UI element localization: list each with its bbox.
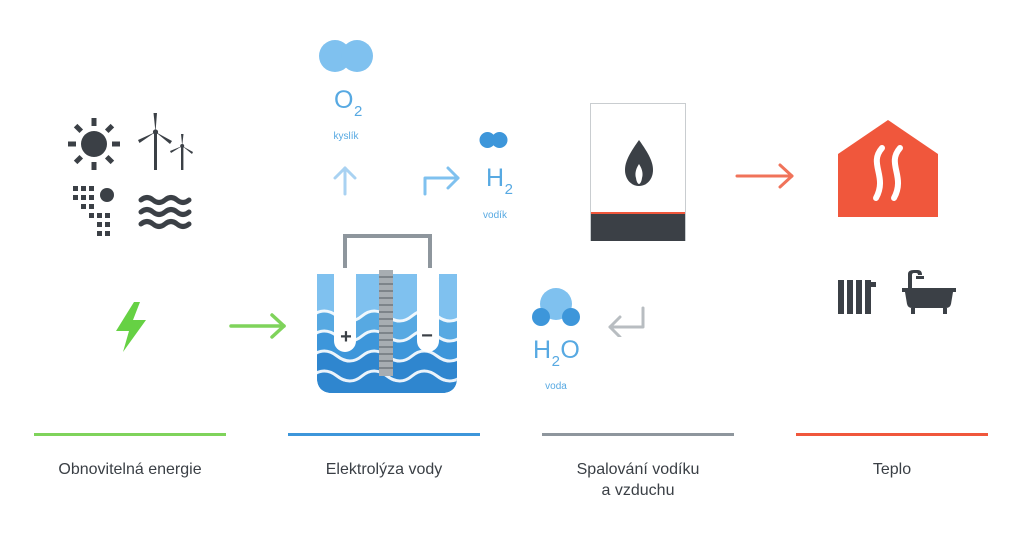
plus-electrode-sign: +: [340, 326, 352, 348]
stage-bar-combustion: [542, 433, 734, 436]
lightning-bolt-icon: [116, 302, 146, 352]
arrow-up-icon: [333, 166, 357, 196]
stage-label-heat: Teplo: [872, 461, 912, 478]
sun-icon: [68, 118, 120, 170]
oxygen-molecule-icon: [319, 40, 373, 72]
bathtub-icon: [902, 270, 956, 314]
oxygen-formula: O2: [334, 86, 363, 120]
hydrogen-label: vodík: [483, 210, 507, 221]
stage-bar-heat: [796, 433, 988, 436]
stage-label-combustion: Spalování vodíku a vzduchu: [576, 461, 700, 499]
stage-bar-renewable: [34, 433, 226, 436]
heated-house-icon: [838, 120, 938, 217]
boiler-flame-icon: [590, 103, 686, 241]
electrolysis-tank-icon: [317, 234, 457, 393]
stage-label-renewable: Obnovitelná energie: [58, 461, 202, 478]
waves-icon: [138, 195, 192, 229]
water-formula: H2O: [533, 336, 581, 370]
arrow-right-icon-red: [735, 163, 794, 189]
arrow-right-icon-green: [229, 313, 286, 339]
radiator-icon: [838, 280, 876, 314]
hydrogen-formula: H2: [486, 164, 514, 198]
water-molecule-icon: [532, 288, 580, 326]
hydrogen-molecule-icon: [479, 132, 508, 148]
arrow-turn-left-icon: [608, 306, 645, 337]
stage-bar-electrolysis: [288, 433, 480, 436]
oxygen-label: kyslík: [333, 131, 359, 142]
minus-electrode-sign: −: [421, 325, 433, 347]
stage-label-electrolysis: Elektrolýza vody: [325, 461, 443, 478]
solar-panel-icon: [73, 186, 114, 236]
arrow-turn-right-icon: [423, 166, 460, 196]
water-label: voda: [545, 381, 567, 392]
wind-turbines-icon: [138, 113, 193, 170]
